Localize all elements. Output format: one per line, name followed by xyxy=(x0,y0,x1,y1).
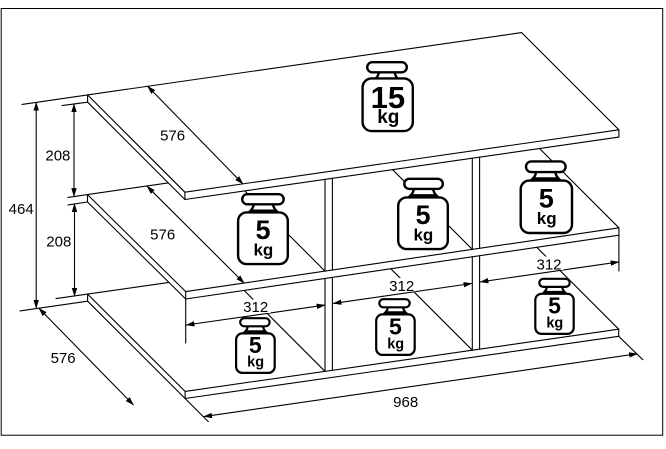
svg-text:5: 5 xyxy=(255,215,270,245)
svg-text:5: 5 xyxy=(539,183,554,213)
svg-text:15: 15 xyxy=(371,80,405,115)
svg-text:312: 312 xyxy=(536,256,561,273)
svg-text:576: 576 xyxy=(160,127,185,144)
svg-text:5: 5 xyxy=(548,293,561,319)
svg-text:kg: kg xyxy=(537,209,557,228)
svg-text:464: 464 xyxy=(9,201,34,218)
svg-text:kg: kg xyxy=(253,241,273,260)
svg-text:kg: kg xyxy=(546,316,563,332)
svg-text:968: 968 xyxy=(393,394,418,411)
svg-text:208: 208 xyxy=(46,234,71,251)
svg-text:kg: kg xyxy=(413,226,433,245)
svg-text:576: 576 xyxy=(150,227,175,244)
svg-text:576: 576 xyxy=(51,350,76,367)
svg-text:kg: kg xyxy=(377,107,399,128)
svg-text:kg: kg xyxy=(247,355,264,371)
svg-text:312: 312 xyxy=(389,278,414,295)
svg-text:5: 5 xyxy=(415,200,430,230)
svg-text:kg: kg xyxy=(387,336,404,352)
svg-text:312: 312 xyxy=(243,299,268,316)
svg-text:5: 5 xyxy=(389,313,402,339)
svg-text:208: 208 xyxy=(45,148,70,165)
svg-text:5: 5 xyxy=(249,332,262,358)
